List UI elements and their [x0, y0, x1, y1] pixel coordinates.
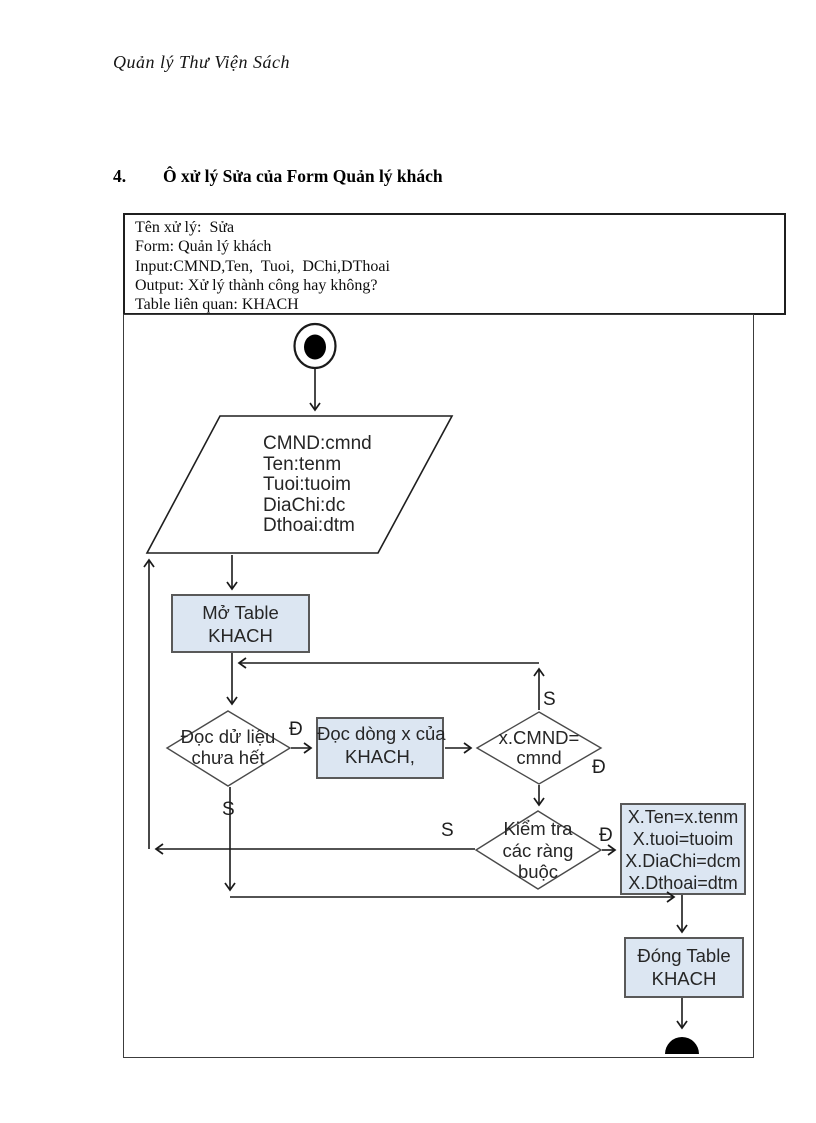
read-check-line: Đọc dử liệu [180, 726, 276, 747]
edge-label-cmnd-no: S [543, 689, 556, 710]
read-row-node-label: Đọc dòng x của KHACH, [317, 722, 446, 768]
assign-node-label: X.Ten=x.tenm X.tuoi=tuoim X.DiaChi=dcm X… [621, 806, 745, 894]
constraint-line: buộc [517, 861, 559, 882]
cmnd-check-line: cmnd [516, 747, 562, 768]
read-check-line: chưa hết [191, 747, 265, 768]
cmnd-check-line: x.CMND= [498, 727, 580, 748]
close-table-node-label: Đóng Table KHACH [625, 944, 743, 990]
constraint-line: Kiểm tra [503, 818, 573, 839]
input-line: Dthoai:dtm [263, 515, 355, 536]
input-line: Ten:tenm [263, 453, 342, 475]
edge-label-cmnd-yes: Đ [592, 757, 606, 778]
section-title: Ô xử lý Sửa của Form Quản lý khách [163, 166, 443, 186]
spec-line-input: Input:CMND,Ten, Tuoi, DChi,DThoai [135, 257, 390, 275]
edge-label-read-yes: Đ [289, 719, 303, 740]
input-node-label: CMND:cmnd Ten:tenm Tuoi:tuoim DiaChi:dc … [263, 433, 372, 537]
spec-line-form: Form: Quản lý khách [135, 238, 272, 256]
input-line: DiaChi:dc [263, 494, 346, 516]
spec-line-table: Table liên quan: KHACH [135, 296, 299, 314]
edge-label-constraint-yes: Đ [599, 825, 613, 846]
edge-label-read-no: S [222, 799, 235, 820]
read-row-line: Đọc dòng x của [317, 723, 446, 744]
spec-box: Tên xử lý: Sửa Form: Quản lý khách Input… [123, 213, 786, 315]
read-check-node-label: Đọc dử liệu chưa hết [167, 726, 289, 768]
close-table-line: Đóng Table [637, 945, 731, 966]
assign-line: X.Ten=x.tenm [627, 807, 739, 827]
assign-line: X.tuoi=tuoim [632, 829, 734, 849]
close-table-line: KHACH [651, 968, 717, 989]
input-line: Tuoi:tuoim [263, 474, 351, 495]
section-heading: 4. Ô xử lý Sửa của Form Quản lý khách [113, 166, 443, 187]
input-line: CMND:cmnd [263, 433, 372, 454]
constraint-line: các ràng [502, 839, 574, 861]
constraint-check-node-label: Kiểm tra các ràng buộc [477, 818, 599, 883]
assign-line: X.Dthoai=dtm [628, 873, 738, 893]
section-number: 4. [113, 166, 127, 186]
open-table-line: Mở Table [202, 602, 279, 623]
edge-label-constraint-no: S [441, 820, 454, 841]
spec-line-output: Output: Xử lý thành công hay không? [135, 276, 378, 294]
cmnd-check-node-label: x.CMND= cmnd [478, 728, 600, 768]
open-table-node-label: Mở Table KHACH [172, 601, 309, 647]
page-header: Quản lý Thư Viện Sách [113, 52, 290, 72]
assign-line: X.DiaChi=dcm [625, 851, 741, 871]
spec-line-name: Tên xử lý: Sửa [135, 219, 235, 236]
open-table-line: KHACH [208, 625, 273, 646]
read-row-line: KHACH, [345, 746, 415, 767]
